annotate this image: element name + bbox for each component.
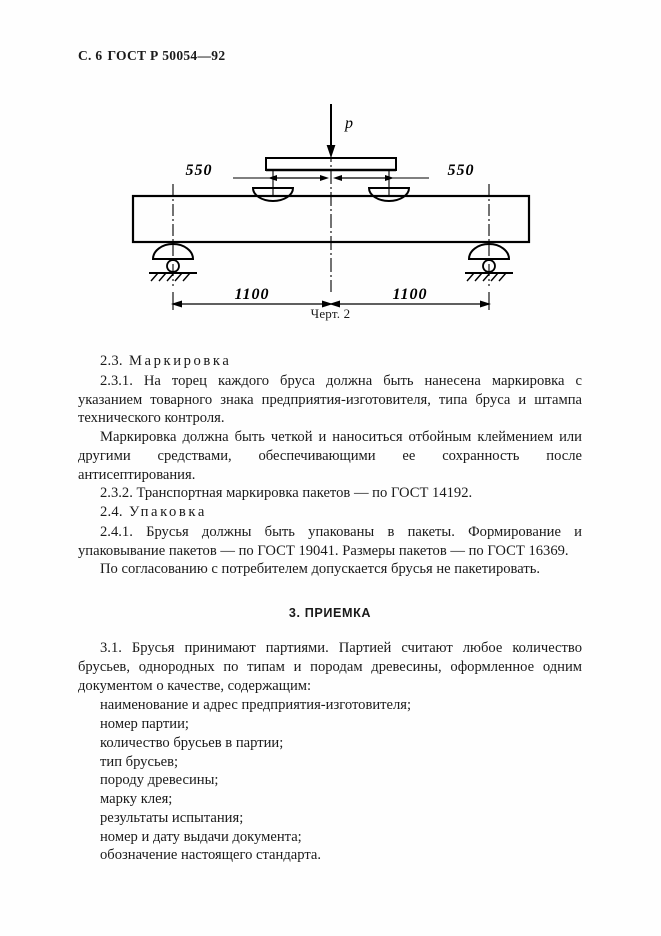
document-requirements-list: наименование и адрес предприятия-изготов… — [78, 696, 582, 865]
clause-3-1: 3.1. Брусья принимают партиями. Партией … — [78, 640, 582, 694]
clause-2-3-heading: 2.3. Маркировка — [78, 352, 582, 371]
load-label: p — [344, 115, 353, 132]
dim-arrow-left-inner — [319, 175, 329, 181]
dim-arrow-span-right-inner — [328, 300, 340, 308]
support-dome-left — [151, 243, 194, 260]
dim-label-left-1100: 1100 — [234, 286, 269, 303]
dim-arrow-right-inner — [332, 175, 342, 181]
load-pad-left — [251, 187, 294, 202]
support-dome-right — [467, 243, 510, 260]
document-body: 2.3. Маркировка 2.3.1. На торец каждого … — [78, 352, 582, 865]
list-item: породу древесины; — [100, 772, 219, 789]
dim-arrow-span-left-inner — [321, 300, 333, 308]
list-item: обозначение настоящего стандарта. — [100, 847, 322, 864]
dim-label-left-550: 550 — [185, 162, 212, 179]
dim-arrow-span-left-outer — [170, 300, 182, 308]
list-item: марку клея; — [100, 791, 173, 808]
list-item: наименование и адрес предприятия-изготов… — [100, 697, 412, 714]
dim-arrow-span-right-outer — [479, 300, 491, 308]
paragraph-agreement: По согласованию с потребителем допускает… — [100, 561, 541, 578]
page-number: С. 6 — [78, 48, 103, 63]
clause-2-3-1: 2.3.1. На торец каждого бруса должна быт… — [78, 372, 582, 427]
list-item: номер и дату выдачи документа; — [100, 828, 302, 845]
list-item: тип брусьев; — [100, 753, 179, 770]
support-hatching-left — [149, 272, 191, 282]
standard-designation: ГОСТ Р 50054—92 — [107, 48, 226, 63]
figure-chert-2: p 550 550 1100 1100 — [0, 96, 661, 336]
clause-2-4-1: 2.4.1. Брусья должны быть упакованы в па… — [78, 523, 582, 559]
paragraph-marking-quality: Маркировка должна быть четкой и наносить… — [78, 429, 582, 483]
clause-2-4-title: Упаковка — [128, 504, 207, 520]
list-item: результаты испытания; — [100, 809, 244, 826]
clause-2-3-number: 2.3. — [100, 353, 123, 369]
dim-label-right-550: 550 — [447, 162, 474, 179]
clause-2-4-number: 2.4. — [100, 504, 123, 520]
clause-2-3-2: 2.3.2. Транспортная маркировка пакетов —… — [100, 485, 473, 502]
clause-2-3-title: Маркировка — [128, 353, 232, 369]
page-header: С. 6 ГОСТ Р 50054—92 — [78, 48, 225, 64]
beam-body — [131, 194, 530, 244]
support-hatching-right — [465, 272, 507, 282]
load-arrow-head — [326, 145, 335, 158]
section-3-title: 3. ПРИЕМКА — [288, 606, 372, 620]
dim-label-right-1100: 1100 — [392, 286, 427, 303]
load-pad-right — [367, 187, 410, 202]
list-item: номер партии; — [100, 716, 189, 733]
list-item: количество брусьев в партии; — [100, 734, 284, 751]
figure-caption: Черт. 2 — [310, 306, 351, 321]
clause-2-4-heading: 2.4. Упаковка — [78, 503, 582, 522]
beam-loading-diagram: p 550 550 1100 1100 — [131, 104, 530, 310]
